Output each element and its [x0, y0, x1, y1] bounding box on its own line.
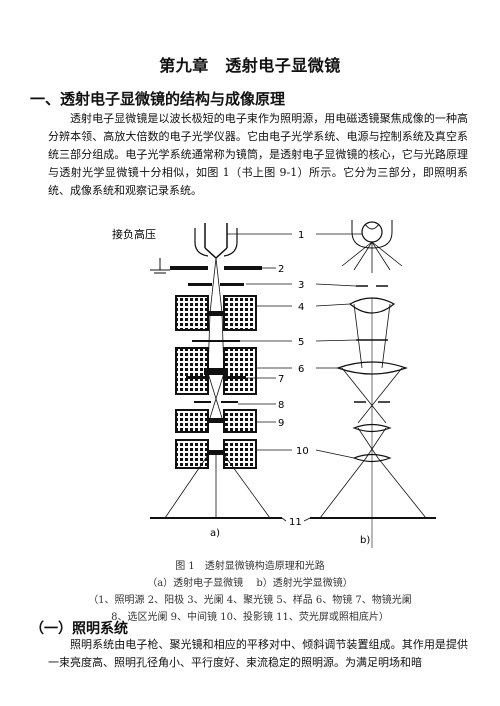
optical-microscope-schematic — [310, 220, 436, 548]
section-heading-illumination: （一）照明系统 — [30, 621, 128, 637]
subfigure-a-label: a) — [210, 528, 220, 539]
callout-8: 8 — [278, 400, 284, 411]
callout-5: 5 — [298, 337, 304, 348]
callout-11: 11 — [289, 517, 302, 528]
callout-4: 4 — [298, 302, 304, 313]
figure-caption-title: 图 1 透射显微镜构造原理和光路 — [175, 561, 325, 572]
figure-caption-legend-line-2: 8、选区光阑 9、中间镜 10、投影镜 11、荧光屏或照相底片） — [111, 612, 389, 623]
callout-3: 3 — [298, 280, 304, 291]
figure-caption-subtitle: （a）透射电子显微镜 b）透射光学显微镜） — [147, 578, 353, 589]
tem-diagram-figure: 接负高压 1 2 3 4 5 6 7 8 9 10 11 a) b) — [112, 220, 436, 548]
label-negative-high-voltage: 接负高压 — [112, 227, 156, 241]
intro-paragraph-text: 透射电子显微镜是以波长极短的电子束作为照明源，用电磁透镜聚焦成像的一种高分辨本领… — [48, 112, 468, 197]
section-heading-structure: 一、透射电子显微镜的结构与成像原理 — [30, 90, 286, 108]
electron-microscope-schematic — [150, 223, 282, 519]
figure-caption-legend-line-1: （1、照明源 2、阳极 3、光阑 4、聚光镜 5、样品 6、物镜 7、物镜光阑 — [88, 595, 412, 606]
subfigure-b-label: b) — [360, 535, 370, 546]
intro-paragraph: 透射电子显微镜是以波长极短的电子束作为照明源，用电磁透镜聚焦成像的一种高分辨本领… — [48, 110, 468, 200]
callout-9: 9 — [278, 418, 284, 429]
illumination-paragraph: 照明系统由电子枪、聚光镜和相应的平移对中、倾斜调节装置组成。其作用是提供一束亮度… — [48, 636, 468, 672]
callout-7: 7 — [278, 374, 284, 385]
chapter-title: 第九章 透射电子显微镜 — [159, 56, 341, 75]
leader-lines — [227, 233, 362, 522]
callout-10: 10 — [296, 446, 309, 457]
callout-1: 1 — [298, 230, 304, 241]
callout-6: 6 — [298, 364, 304, 375]
illumination-paragraph-text: 照明系统由电子枪、聚光镜和相应的平移对中、倾斜调节装置组成。其作用是提供一束亮度… — [48, 638, 468, 669]
callout-2: 2 — [278, 264, 284, 275]
